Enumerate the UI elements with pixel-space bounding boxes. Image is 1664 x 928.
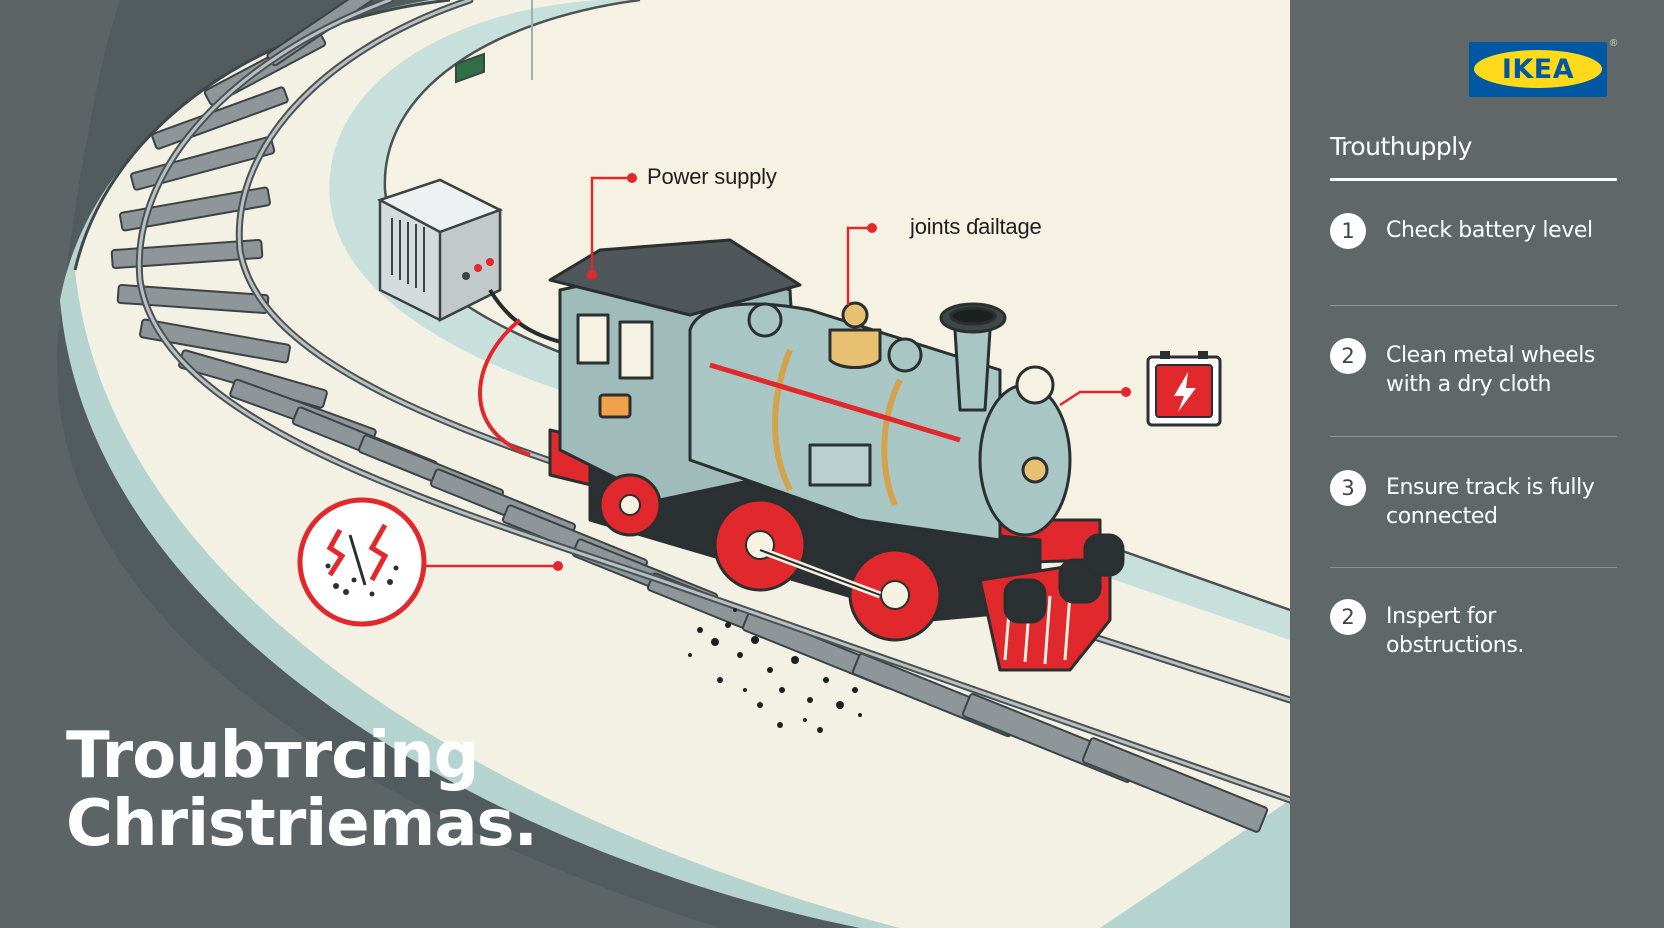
troubleshooting-panel [1290,0,1664,928]
step-text: Check battery level [1386,218,1593,243]
power-supply-leader [590,176,628,270]
joints-leader [846,226,868,305]
track-rails [135,0,1290,804]
panel-heading: Trouthupply [1330,132,1472,161]
step-number-badge: 3 [1330,470,1366,506]
power-supply-box-icon [376,52,504,323]
broken-track-warning-icon [297,497,427,627]
joints-label: joints ɗailtage [910,214,1042,239]
battery-warning-icon [1146,351,1222,427]
ikea-logo-text: IKEA [1474,50,1602,88]
train-track-illustration [60,0,1290,928]
registered-mark: ® [1610,38,1618,49]
step-text: Inspert for obstructions. [1386,604,1524,658]
step-number-badge: 2 [1330,599,1366,635]
hero-title-line2: Christriemas. [66,787,538,861]
track-debris-icon [688,608,862,733]
step-number-badge: 2 [1330,338,1366,374]
toy-train-icon [548,238,1125,672]
step-divider [1330,436,1617,437]
step-text: Clean metal wheels with a dry cloth [1386,343,1595,397]
step-number-badge: 1 [1330,213,1366,249]
battery-leader [1059,390,1122,407]
heading-divider [1330,178,1617,181]
ikea-logo: IKEA [1469,42,1607,97]
step-divider [1330,567,1617,568]
power-supply-label: Power supply [647,164,777,189]
hero-title: Troubтrcing Christriemas. [66,719,538,861]
step-text: Ensure track is fully connected [1386,475,1595,529]
hero-title-line1: Troubтrcing [66,719,479,793]
step-divider [1330,305,1617,306]
track-sleepers [110,0,1269,833]
